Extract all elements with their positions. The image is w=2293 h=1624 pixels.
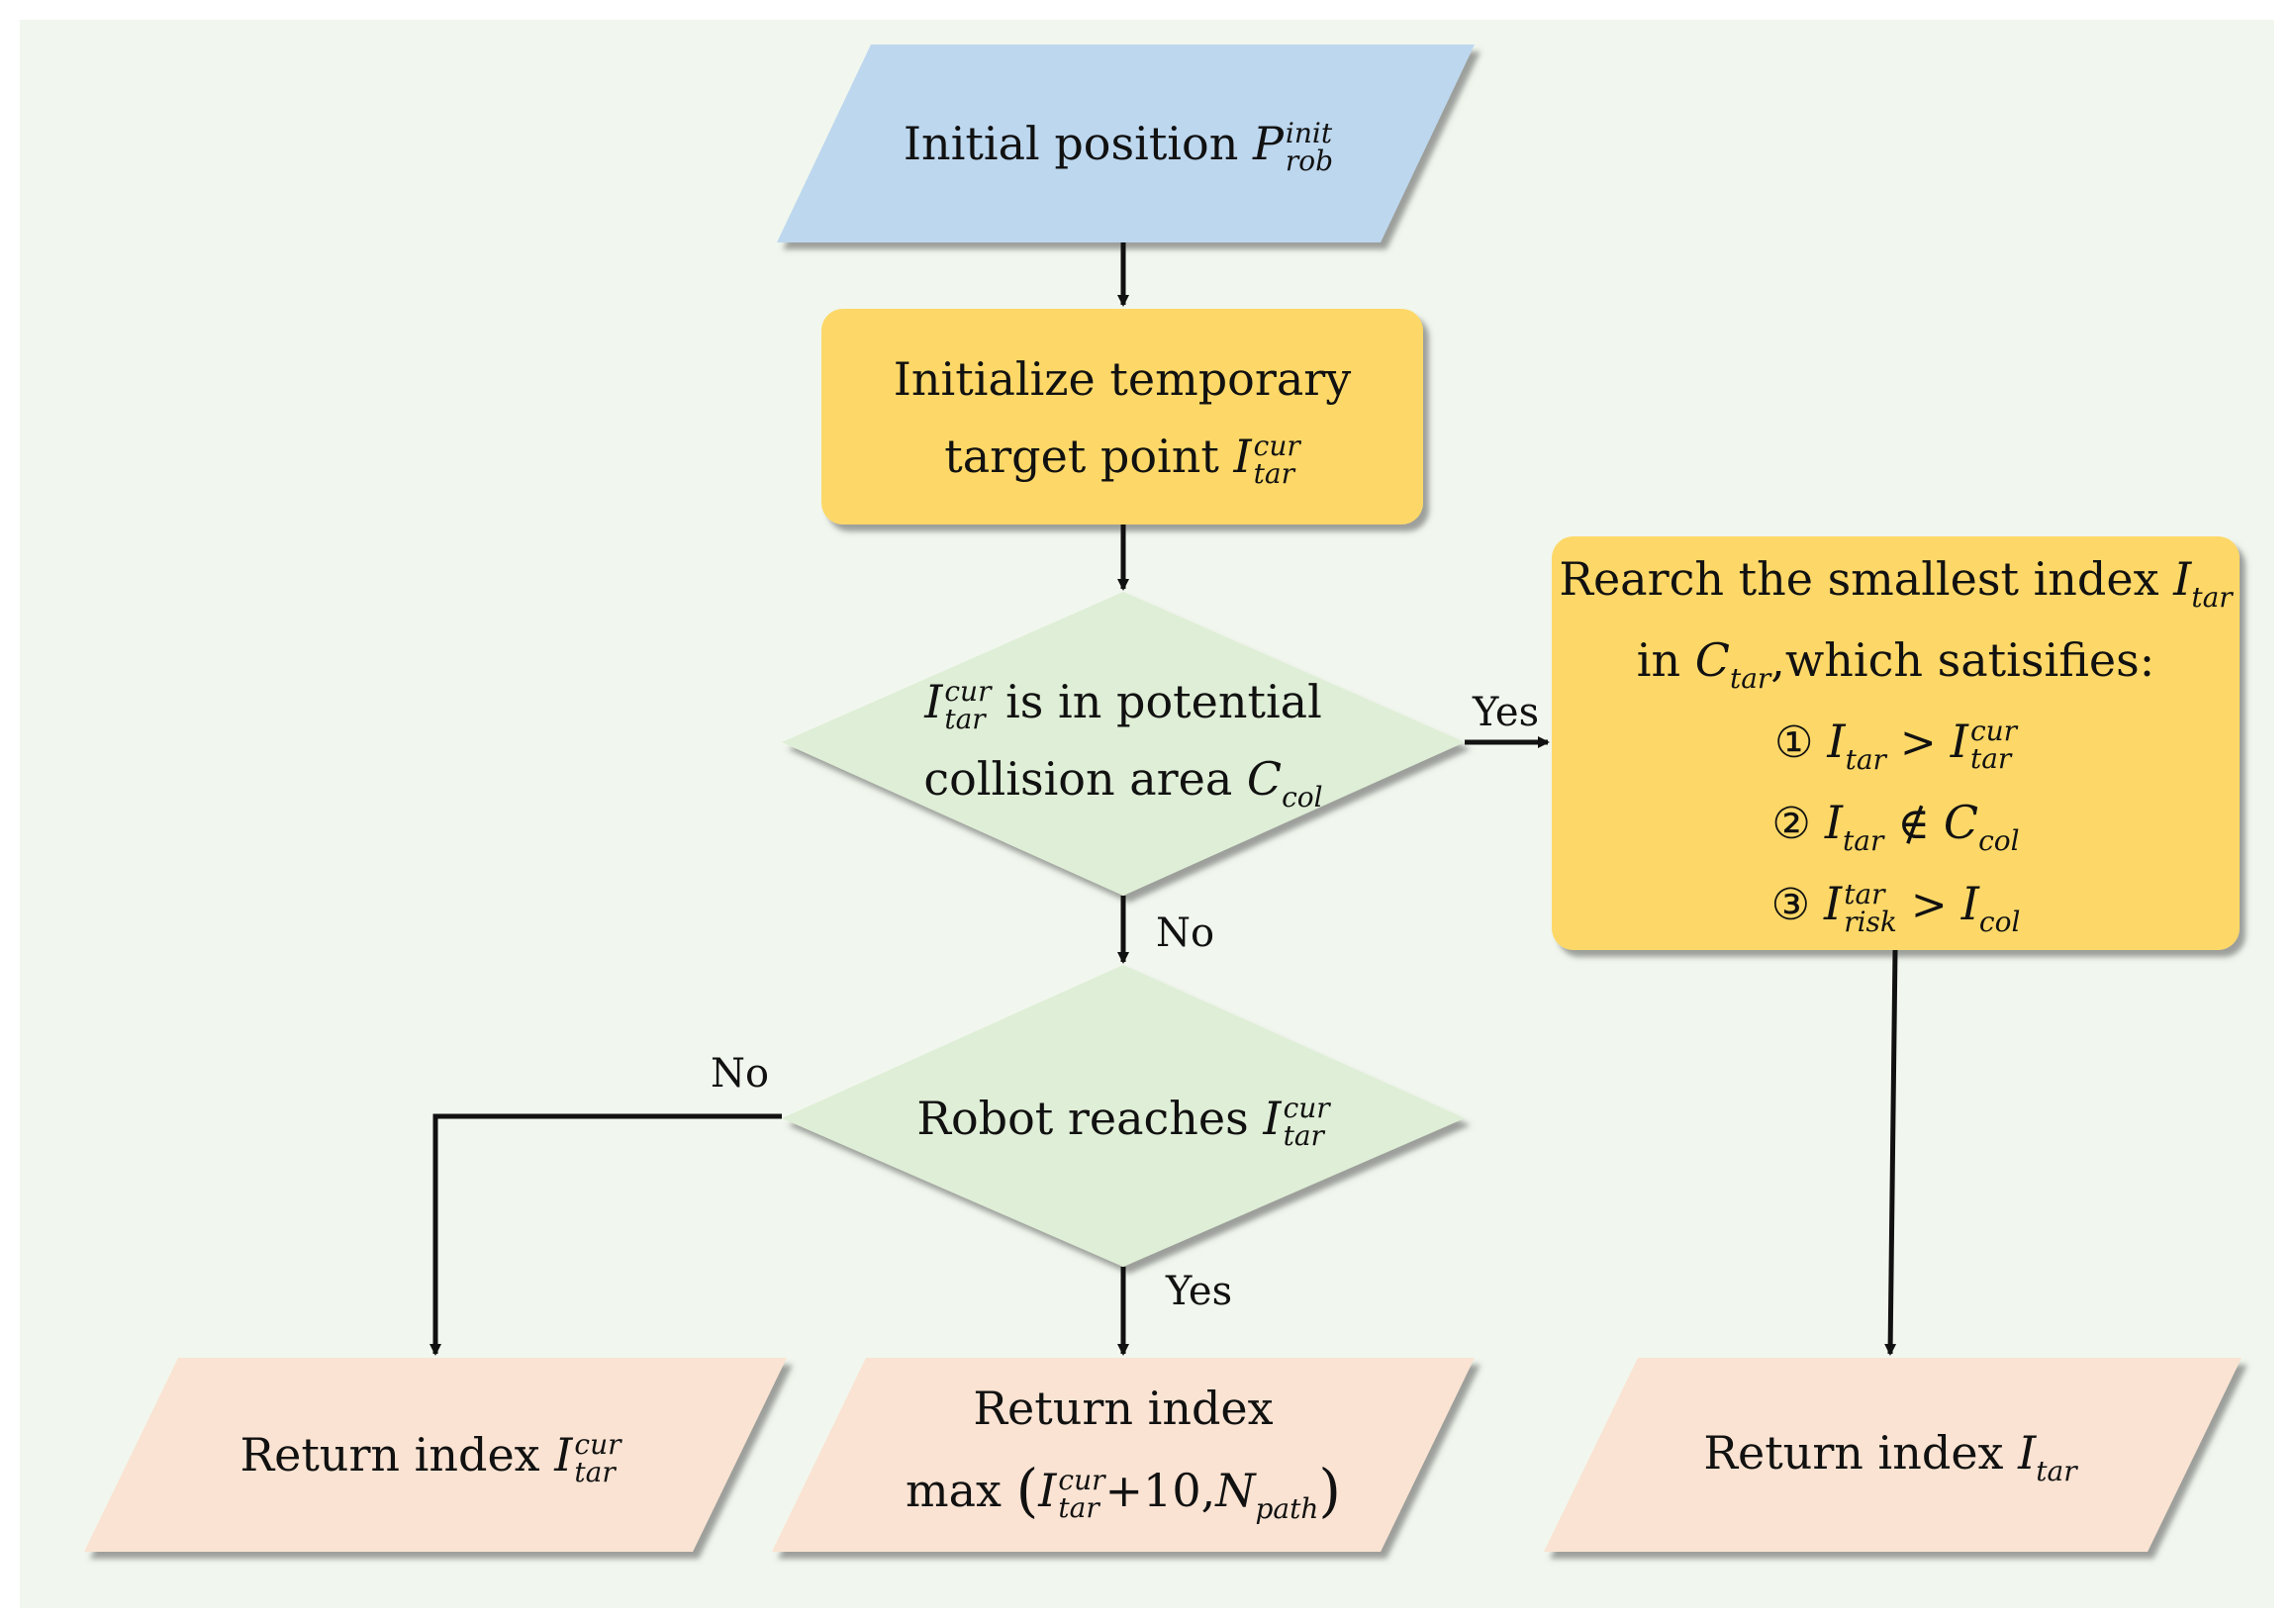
d1-var2: C [1246,752,1283,807]
ret-mid-sub: tar [1058,1491,1099,1525]
search-sub2: tar [1729,661,1771,695]
start-parallelogram [777,45,1475,242]
d1-var: I [924,675,943,729]
cond2-rhs: C [1943,796,1979,850]
return-right-parallelogram [1544,1358,2242,1552]
init-line2: target point [944,430,1219,483]
cond3-rhs: I [1960,877,1979,931]
ret-right-sub: tar [2036,1455,2077,1488]
edge-label-yes-2: Yes [1166,1269,1233,1314]
d1-line2: collision area [923,752,1233,807]
d1-line1-rest: is in potential [1005,675,1322,729]
d2-sup: cur [1283,1091,1330,1124]
ret-mid-plus: +10, [1104,1464,1216,1518]
d2-sub: tar [1283,1118,1324,1152]
arrow-search-to-ret-right [1884,949,1898,1356]
cond1-rhs: I [1950,714,1968,768]
edge-label-yes-1: Yes [1473,690,1540,735]
init-process-box [821,309,1423,525]
ret-left-var: I [554,1427,573,1481]
cond1-rhs-sub: tar [1969,742,2012,776]
ret-mid-paren-close: ) [1318,1457,1342,1525]
search-box-text: Rearch the smallest index Itar in Ctar,w… [1552,542,2240,944]
cond1-lhs-sub: tar [1845,742,1886,776]
return-mid-parallelogram [772,1358,1475,1552]
d1-sup: cur [944,675,992,709]
d1-sub: tar [944,703,986,736]
search-line2-pre: in [1636,632,1681,687]
cond1-rhs-sup: cur [1969,715,2018,748]
start-sub: rob [1285,143,1334,177]
ret-mid-var: I [1038,1464,1057,1518]
ret-right-var: I [2018,1426,2037,1481]
init-sub: tar [1253,457,1294,490]
cond3-rhs-sub: col [1978,906,2021,939]
collision-decision-diamond [782,592,1465,896]
init-line1: Initialize temporary [893,351,1352,406]
edge-label-no-1: No [1156,910,1215,956]
cond1-lhs: I [1827,714,1846,768]
cond3-op: > [1910,880,1948,931]
reach-decision-diamond [782,965,1465,1267]
search-line1: Rearch the smallest index [1559,551,2159,606]
ret-right-text: Return index Itar [1583,1366,2197,1544]
ret-mid-line1: Return index [973,1381,1274,1435]
search-condition-2: ② Itar ∉ Ccol [1771,784,2019,865]
cond3-lhs-sub: risk [1844,905,1897,938]
ret-left-label: Return index [239,1427,540,1481]
return-left-parallelogram [84,1358,787,1552]
cond2-op: ∉ [1897,799,1930,850]
search-var: I [2173,551,2192,606]
start-sup: init [1285,116,1333,149]
search-var2: C [1694,632,1730,687]
cond2-rhs-sub: col [1978,824,2020,858]
start-label: Initial position [903,116,1239,170]
ret-left-sup: cur [574,1427,621,1461]
ret-mid-sup: cur [1058,1464,1105,1497]
ret-mid-var2: N [1215,1464,1256,1518]
d2-var: I [1263,1091,1282,1145]
cond3-num: ③ [1770,880,1811,931]
cond3-lhs: I [1824,877,1843,931]
ret-right-label: Return index [1703,1426,2004,1481]
cond1-num: ① [1773,716,1814,768]
ret-mid-paren-open: ( [1015,1457,1039,1525]
d2-label: Robot reaches [916,1091,1249,1145]
search-line2-post: ,which satisifies: [1770,632,2155,687]
cond1-op: > [1899,716,1937,768]
ret-left-sub: tar [574,1455,616,1488]
ret-mid-fn: max [905,1464,1002,1518]
cond2-lhs: I [1824,796,1843,850]
d1-sub2: col [1282,781,1323,814]
init-var: I [1233,430,1252,483]
cond3-lhs-sup: tar [1844,877,1885,910]
edge-label-no-2: No [711,1051,770,1097]
init-sup: cur [1253,430,1300,462]
ret-mid-sub2: path [1255,1492,1319,1526]
start-var: P [1252,116,1284,170]
arrow-decision2-no-to-ret-left [430,1113,782,1356]
search-process-box [1552,536,2240,950]
search-sub: tar [2191,580,2233,614]
cond2-lhs-sub: tar [1843,824,1884,858]
cond2-num: ② [1771,799,1811,850]
